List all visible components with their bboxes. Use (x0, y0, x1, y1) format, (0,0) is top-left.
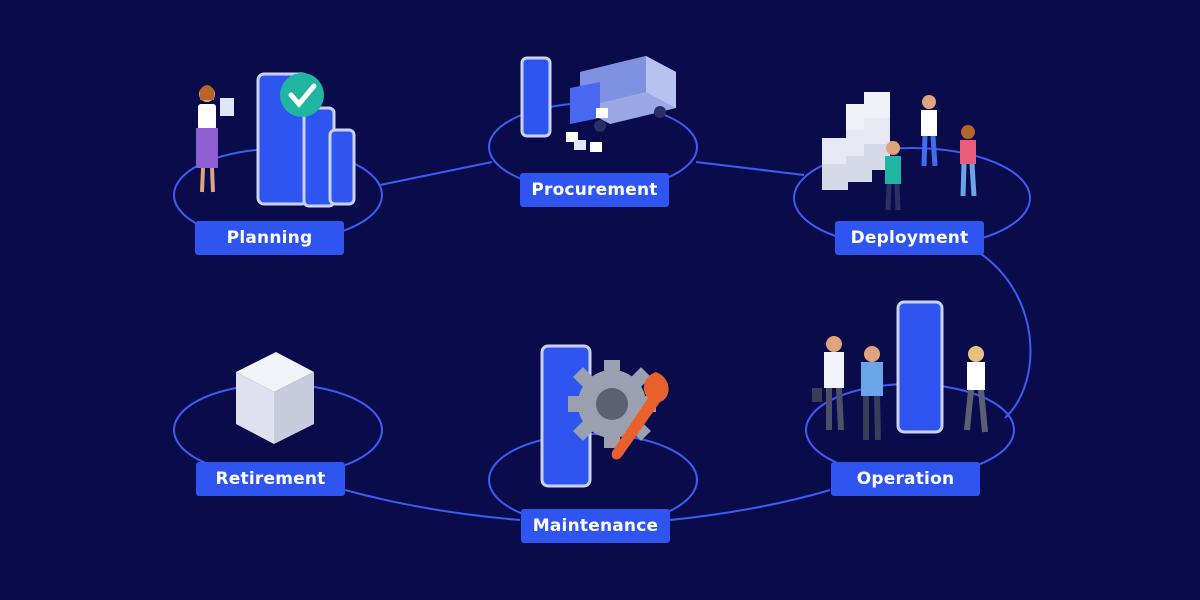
stage-label-procurement: Procurement (520, 173, 669, 207)
clipboard-checklist-icon (196, 72, 356, 208)
connector-procurement-deployment (695, 161, 805, 176)
stage-label-maintenance: Maintenance (521, 509, 670, 543)
box-icon (236, 233, 314, 444)
connector-planning-procurement (379, 161, 493, 186)
delivery-truck-icon (520, 56, 676, 152)
connector-deployment-operation (974, 249, 1032, 419)
connector-maintenance-retirement (344, 489, 521, 521)
stage-label-retirement: Retirement (196, 462, 345, 496)
gear-wrench-icon (540, 344, 669, 488)
connector-operation-maintenance (669, 489, 831, 521)
stage-label-deployment: Deployment (835, 221, 984, 255)
boxes-team-icon (822, 92, 977, 211)
stage-label-operation: Operation (831, 462, 980, 496)
people-phone-icon (812, 300, 988, 441)
stage-label-planning: Planning (195, 221, 344, 255)
